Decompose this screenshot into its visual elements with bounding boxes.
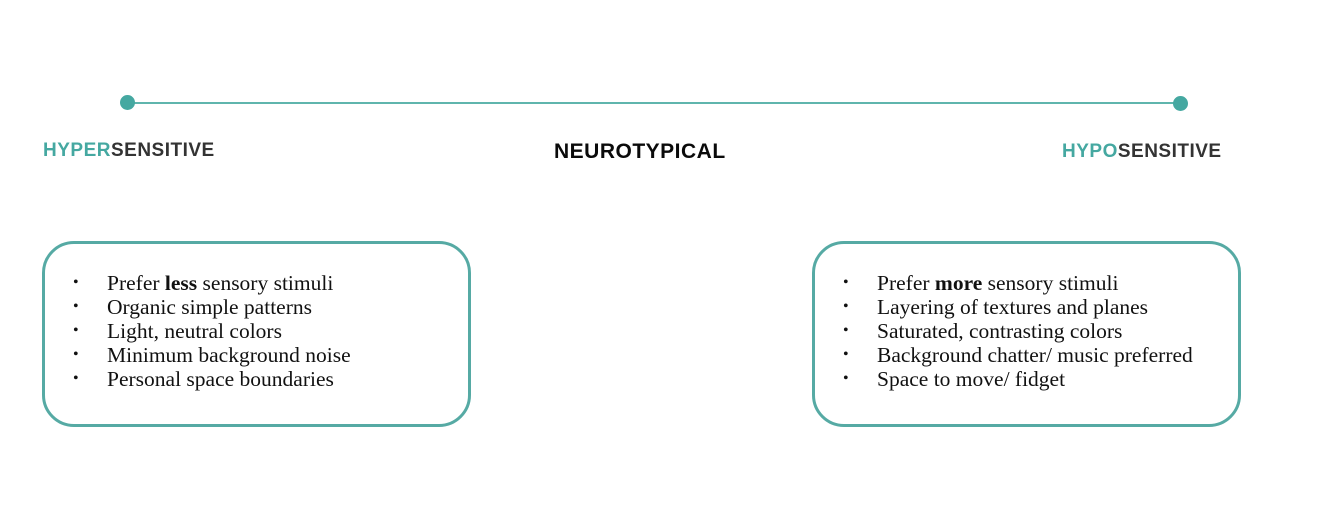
list-item: Layering of textures and planes: [843, 295, 1193, 319]
hypersensitive-traits-box: Prefer less sensory stimuli Organic simp…: [42, 241, 471, 427]
hypersensitive-label-accent: HYPER: [43, 140, 111, 161]
hyposensitive-traits-box: Prefer more sensory stimuli Layering of …: [812, 241, 1241, 427]
hyposensitive-traits-list: Prefer more sensory stimuli Layering of …: [843, 271, 1193, 391]
hypersensitive-endpoint-dot: [120, 95, 135, 110]
hyposensitive-label: HYPOSENSITIVE: [1062, 141, 1222, 163]
list-item: Saturated, contrasting colors: [843, 319, 1193, 343]
hyposensitive-endpoint-dot: [1173, 96, 1188, 111]
hyposensitive-label-rest: SENSITIVE: [1117, 141, 1222, 162]
list-item: Background chatter/ music preferred: [843, 343, 1193, 367]
hypersensitive-label-rest: SENSITIVE: [110, 140, 215, 161]
list-item: Space to move/ fidget: [843, 367, 1193, 391]
list-item: Light, neutral colors: [73, 319, 351, 343]
hypersensitive-traits-list: Prefer less sensory stimuli Organic simp…: [73, 271, 351, 391]
list-item: Minimum background noise: [73, 343, 351, 367]
hypersensitive-label: HYPERSENSITIVE: [43, 140, 215, 162]
neurotypical-label: NEUROTYPICAL: [554, 140, 726, 163]
list-item: Prefer less sensory stimuli: [73, 271, 351, 295]
list-item: Prefer more sensory stimuli: [843, 271, 1193, 295]
list-item: Personal space boundaries: [73, 367, 351, 391]
hyposensitive-label-accent: HYPO: [1062, 141, 1118, 162]
list-item: Organic simple patterns: [73, 295, 351, 319]
spectrum-line: [128, 102, 1181, 104]
